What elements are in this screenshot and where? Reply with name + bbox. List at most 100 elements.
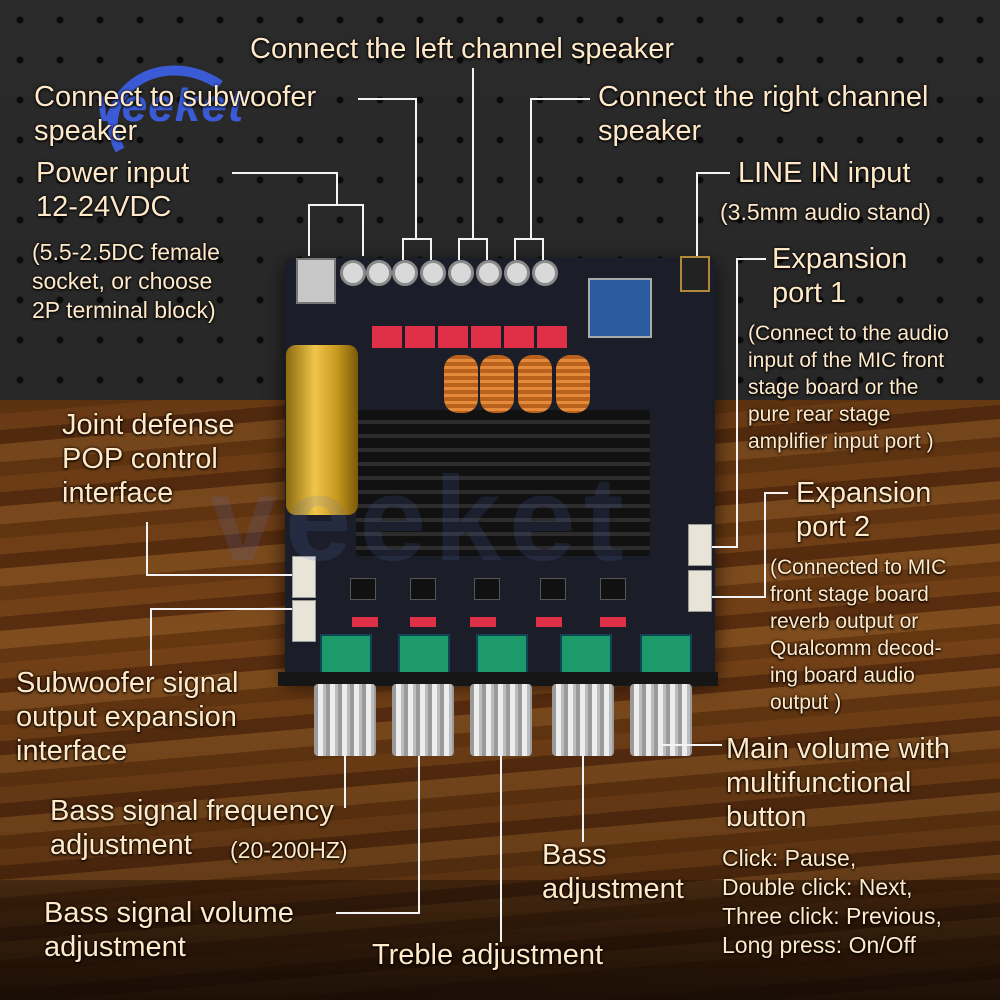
leader-line <box>232 172 338 174</box>
expansion-port-1-label: Expansion port 1 <box>772 243 908 309</box>
film-capacitor <box>372 326 402 348</box>
treble-label: Treble adjustment <box>372 939 604 971</box>
subwoofer-speaker-label: Connect to subwoofer speaker <box>34 81 317 147</box>
power-input-label: Power input 12-24VDC <box>36 157 190 223</box>
op-amp-chip <box>540 578 566 600</box>
terminal-screw <box>392 260 418 286</box>
joint-defense-label: Joint defense POP control interface <box>62 409 235 509</box>
main-capacitor <box>286 345 358 515</box>
bluetooth-module <box>588 278 652 338</box>
line-in-label: LINE IN input <box>738 157 911 189</box>
bass-frequency-knob[interactable] <box>314 684 376 756</box>
inductor-coil <box>444 355 478 413</box>
terminal-screw <box>448 260 474 286</box>
leader-line <box>415 98 417 238</box>
film-capacitor <box>405 326 435 348</box>
board-front-plate <box>278 672 718 686</box>
leader-line <box>736 258 766 260</box>
leader-line <box>582 756 584 842</box>
bass-adjust-knob[interactable] <box>552 684 614 756</box>
red-component <box>410 617 436 627</box>
leader-line <box>430 238 432 260</box>
leader-line <box>764 492 788 494</box>
film-capacitor <box>504 326 534 348</box>
leader-line <box>308 204 310 256</box>
film-capacitor <box>438 326 468 348</box>
left-channel-label: Connect the left channel speaker <box>250 33 674 65</box>
bass-frequency-range: (20-200HZ) <box>230 837 348 863</box>
button-functions-label: Click: Pause, Double click: Next, Three … <box>722 845 942 958</box>
line-in-detail: (3.5mm audio stand) <box>720 199 931 225</box>
leader-line <box>712 546 738 548</box>
leader-line <box>514 238 544 240</box>
leader-line <box>514 238 516 260</box>
leader-line <box>344 756 346 808</box>
pop-control-connector <box>292 556 316 598</box>
terminal-screw <box>340 260 366 286</box>
inductor-coil <box>518 355 552 413</box>
film-capacitor <box>537 326 567 348</box>
leader-line <box>150 608 292 610</box>
leader-line <box>146 522 148 576</box>
expansion-port-1-connector <box>688 524 712 566</box>
leader-line <box>662 744 722 746</box>
treble-knob[interactable] <box>470 684 532 756</box>
bass-adjust-label: Bass adjustment <box>542 839 684 905</box>
op-amp-chip <box>410 578 436 600</box>
leader-line <box>358 98 416 100</box>
leader-line <box>308 204 364 206</box>
leader-line <box>418 756 420 912</box>
leader-line <box>402 238 404 260</box>
terminal-screw <box>366 260 392 286</box>
subwoofer-output-connector <box>292 600 316 642</box>
power-input-detail: (5.5-2.5DC female socket, or choose 2P t… <box>32 239 220 323</box>
leader-line <box>500 756 502 942</box>
leader-line <box>146 574 292 576</box>
red-component <box>470 617 496 627</box>
expansion-port-1-detail: (Connect to the audio input of the MIC f… <box>748 322 949 453</box>
subwoofer-output-label: Subwoofer signal output expansion interf… <box>16 667 239 767</box>
red-component <box>536 617 562 627</box>
main-volume-label: Main volume with multifunctional button <box>726 733 951 833</box>
line-in-jack <box>680 256 710 292</box>
expansion-port-2-detail: (Connected to MIC front stage board reve… <box>770 556 947 714</box>
bass-volume-label: Bass signal volume adjustment <box>44 897 294 963</box>
brand-logo: veeket <box>95 79 245 131</box>
terminal-screw <box>504 260 530 286</box>
expansion-port-2-connector <box>688 570 712 612</box>
terminal-screw <box>420 260 446 286</box>
leader-line <box>530 98 532 238</box>
leader-line <box>764 492 766 598</box>
dc-power-jack <box>296 258 336 304</box>
leader-line <box>530 98 590 100</box>
leader-line <box>712 596 766 598</box>
red-component <box>600 617 626 627</box>
leader-line <box>362 204 364 256</box>
leader-line <box>736 258 738 546</box>
red-component <box>352 617 378 627</box>
inductor-coil <box>480 355 514 413</box>
watermark: veeket <box>210 452 632 586</box>
veeket-logo-swoosh <box>108 65 223 153</box>
terminal-screw <box>476 260 502 286</box>
leader-line <box>486 238 488 260</box>
leader-line <box>458 238 460 260</box>
expansion-port-2-label: Expansion port 2 <box>796 477 932 543</box>
op-amp-chip <box>474 578 500 600</box>
bass-frequency-label: Bass signal frequency adjustment <box>50 795 334 861</box>
leader-line <box>336 912 420 914</box>
film-capacitor <box>471 326 501 348</box>
leader-line <box>696 172 698 256</box>
heatsink <box>356 410 650 556</box>
op-amp-chip <box>600 578 626 600</box>
terminal-screw <box>532 260 558 286</box>
inductor-coil <box>556 355 590 413</box>
potentiometer <box>640 634 692 678</box>
leader-line <box>402 238 432 240</box>
bass-volume-knob[interactable] <box>392 684 454 756</box>
op-amp-chip <box>350 578 376 600</box>
leader-line <box>542 238 544 260</box>
leader-line <box>458 238 488 240</box>
leader-line <box>150 608 152 666</box>
leader-line <box>696 172 730 174</box>
